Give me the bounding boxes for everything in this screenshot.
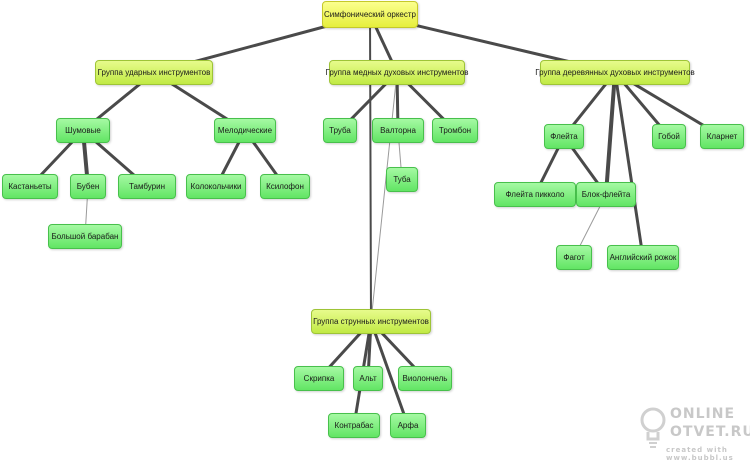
node-tuba[interactable]: Туба [386, 167, 418, 192]
node-harp[interactable]: Арфа [390, 413, 426, 438]
connector-wood-block [604, 70, 617, 197]
node-english-horn[interactable]: Английский рожок [607, 245, 679, 270]
connector-wood-engl [613, 71, 645, 259]
node-group-brass[interactable]: Группа медных духовых инструментов [325, 60, 469, 85]
node-piccolo[interactable]: Флейта пикколо [494, 182, 576, 207]
node-bells[interactable]: Колокольчики [186, 174, 246, 199]
node-oboe[interactable]: Гобой [652, 124, 686, 149]
node-noise[interactable]: Шумовые [56, 118, 110, 143]
node-trombone[interactable]: Тромбон [432, 118, 478, 143]
node-violin[interactable]: Скрипка [294, 366, 344, 391]
watermark-credit: created with www.bubbl.us [666, 446, 734, 462]
watermark: ONLINE OTVET.RU created with www.bubbl.u… [638, 402, 750, 462]
node-tambourine[interactable]: Бубен [70, 174, 106, 199]
node-trumpet[interactable]: Труба [323, 118, 357, 143]
node-group-percussion[interactable]: Группа ударных инструментов [95, 60, 213, 85]
node-xylophone[interactable]: Ксилофон [260, 174, 310, 199]
connector-str-harp [369, 320, 410, 427]
connector-brass-str [370, 72, 398, 322]
watermark-line-1: ONLINE [670, 406, 736, 422]
node-recorder[interactable]: Блок-флейта [576, 182, 636, 207]
node-clarinet[interactable]: Кларнет [700, 124, 744, 149]
node-tamburin[interactable]: Тамбурин [118, 174, 176, 199]
node-french-horn[interactable]: Валторна [372, 118, 424, 143]
lightbulb-icon [640, 407, 666, 448]
node-group-woodwind[interactable]: Группа деревянных духовых инструментов [535, 60, 695, 85]
node-root[interactable]: Симфонический оркестр [322, 1, 418, 28]
node-melodic[interactable]: Мелодические [214, 118, 276, 143]
node-cello[interactable]: Виолончель [398, 366, 452, 391]
node-viola[interactable]: Альт [353, 366, 383, 391]
node-double-bass[interactable]: Контрабас [328, 413, 380, 438]
node-group-strings[interactable]: Группа струнных инструментов [311, 309, 431, 334]
node-bassoon[interactable]: Фагот [556, 245, 592, 270]
node-bass-drum[interactable]: Большой барабан [48, 224, 122, 249]
node-flute[interactable]: Флейта [544, 124, 584, 149]
node-castanets[interactable]: Кастаньеты [2, 174, 58, 199]
watermark-line-2: OTVET.RU [670, 424, 750, 440]
